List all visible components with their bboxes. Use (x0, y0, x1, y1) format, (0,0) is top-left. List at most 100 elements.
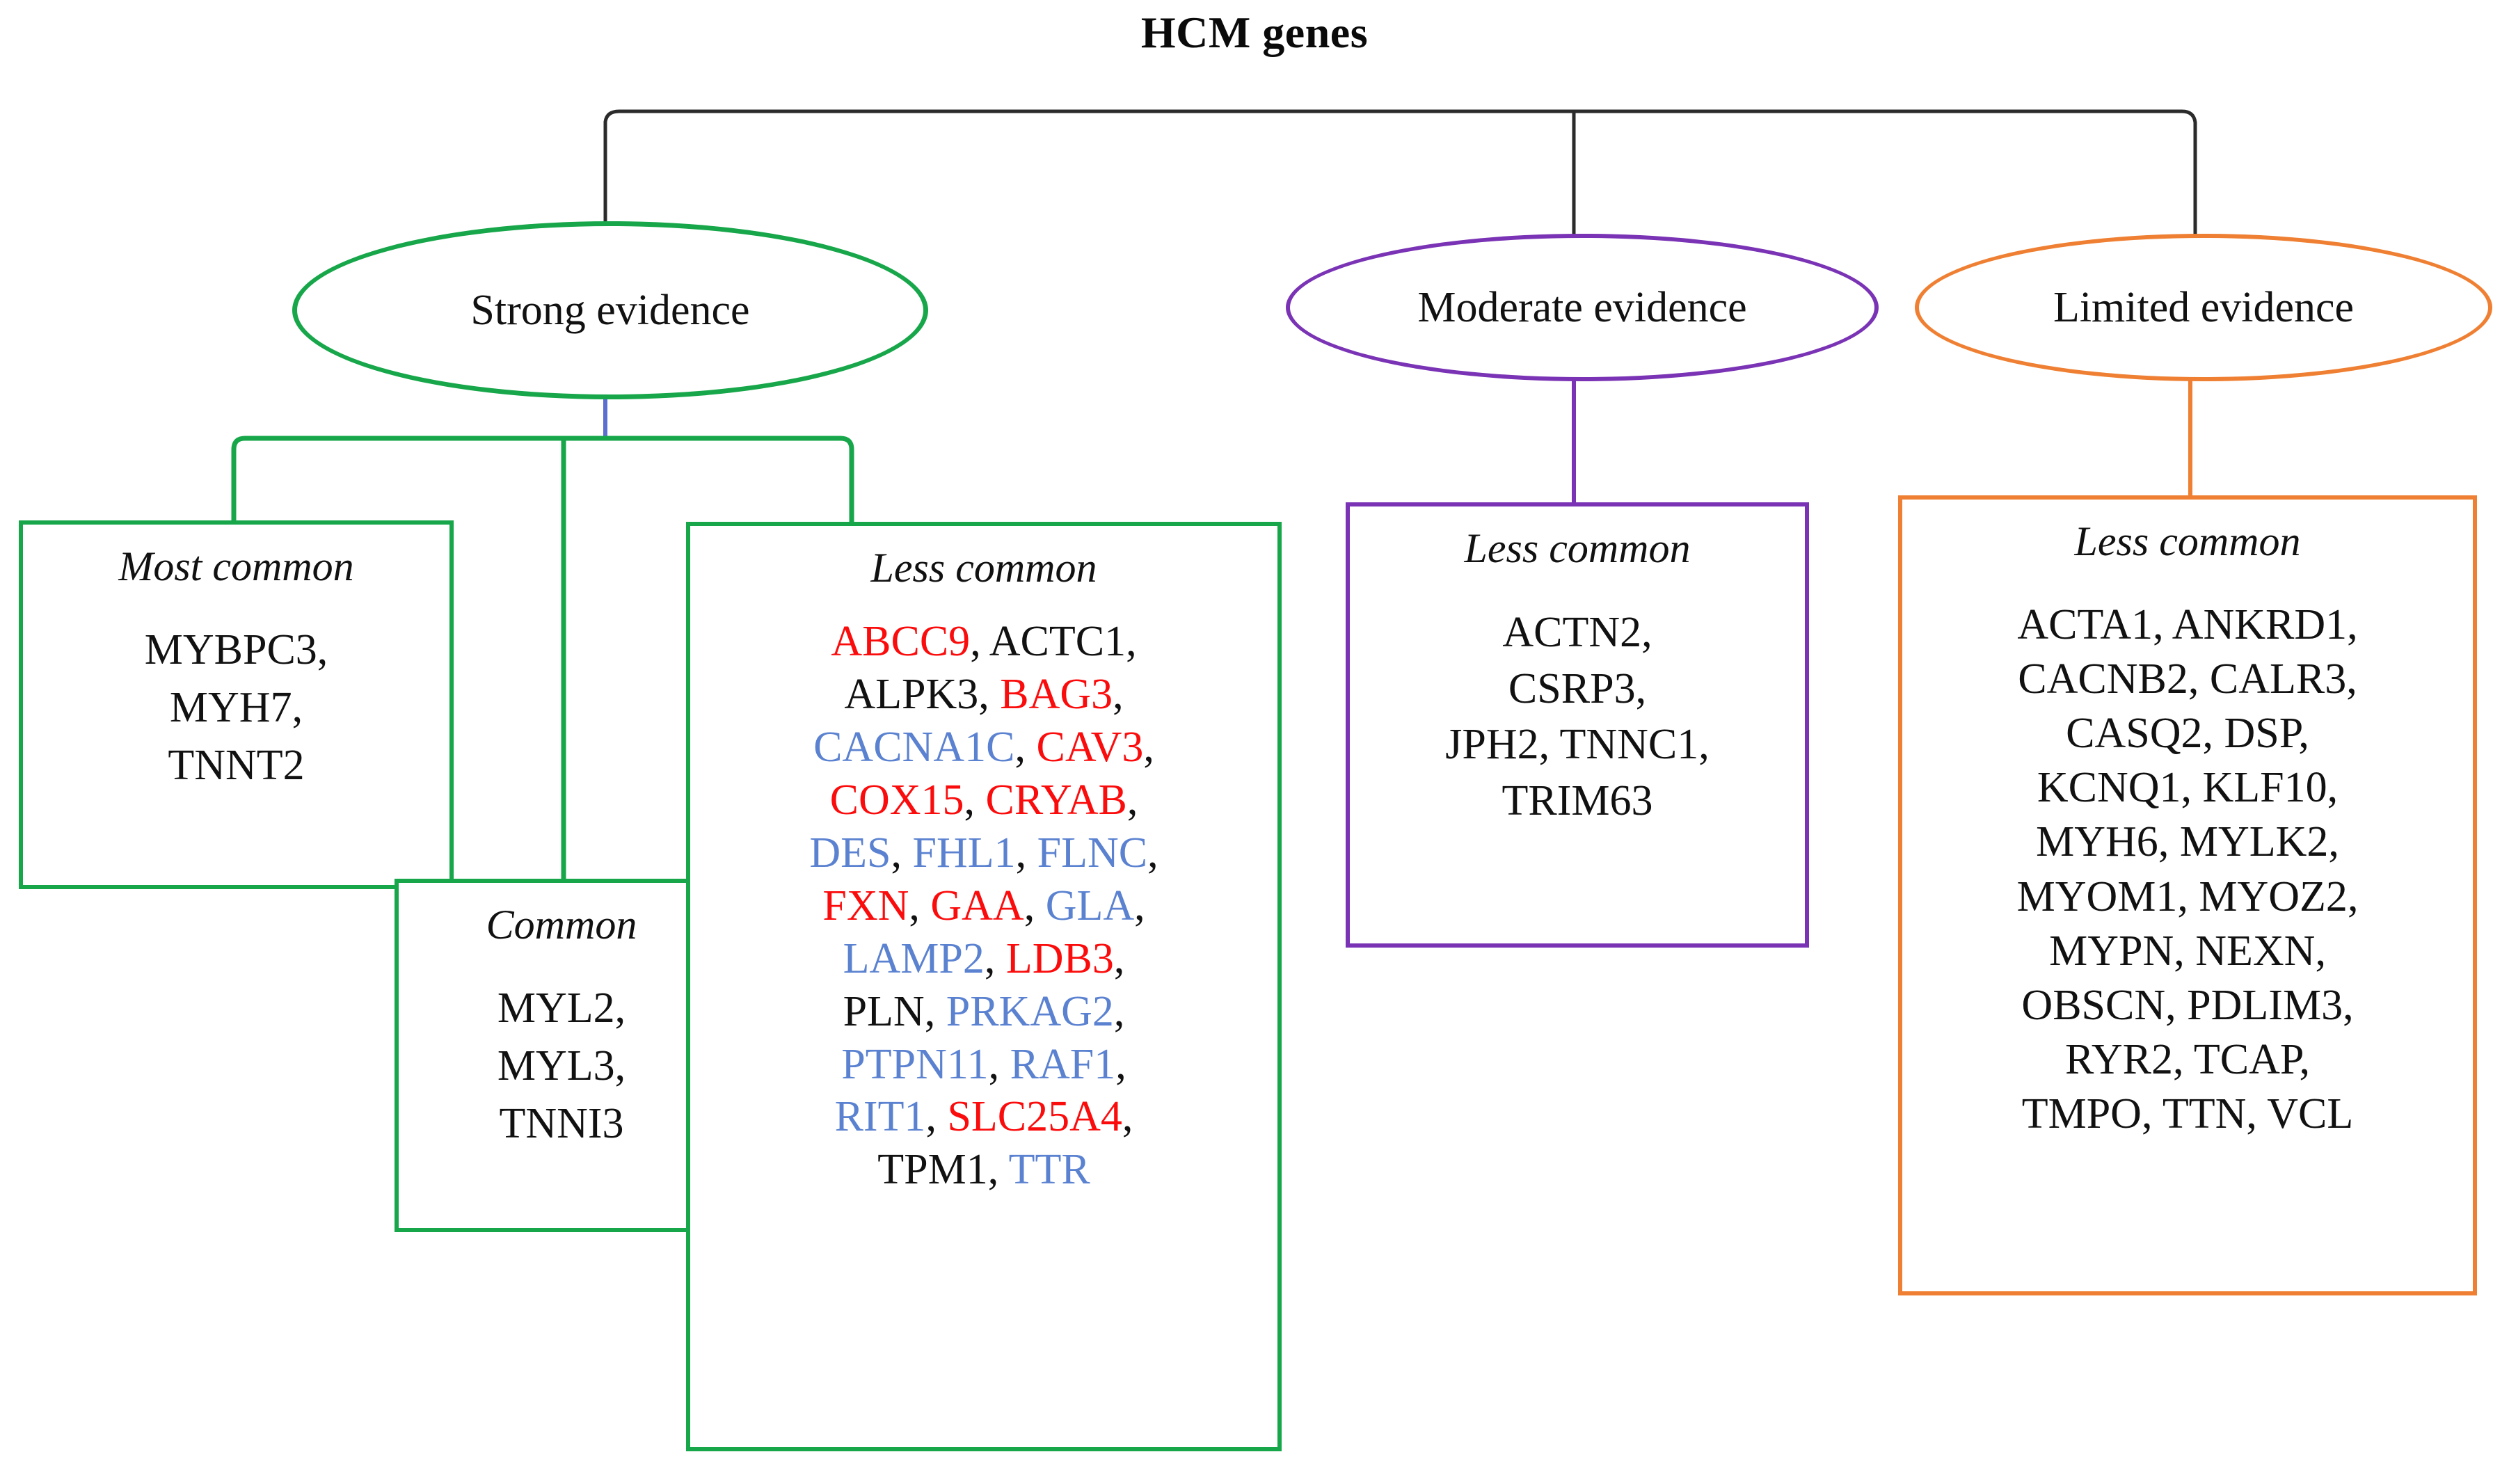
gene-separator: , (1126, 776, 1138, 824)
box-limited-less-common[interactable]: Less common ACTA1, ANKRD1,CACNB2, CALR3,… (1898, 495, 2477, 1295)
gene-separator: , (614, 984, 626, 1032)
gene-separator: , (2174, 927, 2185, 975)
gene-tpm1: TPM1 (877, 1146, 988, 1194)
gene-separator: , (2202, 710, 2214, 758)
gene-casq2: CASQ2 (2066, 710, 2203, 758)
gene-list: ACTA1, ANKRD1,CACNB2, CALR3,CASQ2, DSP,K… (2007, 598, 2368, 1141)
gene-calr3: CALR3 (2209, 655, 2347, 703)
gene-separator: , (984, 934, 996, 982)
gene-separator: , (2173, 1035, 2184, 1083)
gene-dsp: DSP (2224, 710, 2299, 758)
box-strong-less-common[interactable]: Less common ABCC9, ACTC1,ALPK3, BAG3,CAC… (686, 522, 1282, 1451)
box-caption: Less common (2074, 518, 2301, 564)
gene-trim63: TRIM63 (1502, 776, 1653, 824)
gene-separator: , (2165, 981, 2176, 1029)
gene-csrp3: CSRP3 (1508, 664, 1636, 712)
gene-myl2: MYL2 (497, 984, 615, 1032)
gene-separator: , (1113, 934, 1125, 982)
gene-list: MYL2,MYL3,TNNI3 (488, 980, 635, 1153)
gene-actc1: ACTC1 (989, 618, 1126, 665)
gene-mybpc3: MYBPC3 (144, 626, 317, 673)
gene-separator: , (2188, 655, 2199, 703)
node-limited-evidence[interactable]: Limited evidence (1915, 234, 2492, 381)
gene-ankrd1: ANKRD1 (2172, 601, 2348, 648)
box-caption: Less common (1464, 525, 1691, 571)
box-caption: Most common (118, 543, 354, 589)
gene-tcap: TCAP (2193, 1035, 2300, 1083)
page-title: HCM genes (1140, 8, 1369, 57)
gene-rit1: RIT1 (834, 1093, 926, 1141)
gene-separator: , (2177, 872, 2188, 920)
gene-ryr2: RYR2 (2064, 1035, 2174, 1083)
gene-separator: , (2346, 655, 2357, 703)
gene-pdlim3: PDLIM3 (2187, 981, 2343, 1029)
gene-myh6: MYH6 (2036, 818, 2158, 866)
node-strong-evidence-label: Strong evidence (470, 286, 750, 334)
box-strong-most-common[interactable]: Most common MYBPC3,MYH7,TNNT2 (19, 520, 454, 889)
gene-mypn: MYPN (2049, 927, 2174, 975)
gene-separator: , (2347, 872, 2359, 920)
gene-ldb3: LDB3 (1005, 934, 1114, 982)
gene-separator: , (2327, 764, 2339, 812)
gene-separator: , (964, 776, 975, 824)
gene-cacnb2: CACNB2 (2018, 655, 2188, 703)
gene-tnni3: TNNI3 (499, 1100, 624, 1148)
gene-ttr: TTR (1008, 1146, 1090, 1194)
gene-alpk3: ALPK3 (844, 670, 979, 718)
box-strong-common[interactable]: Common MYL2,MYL3,TNNI3 (395, 879, 728, 1232)
node-limited-evidence-label: Limited evidence (2053, 283, 2355, 331)
gene-ptpn11: PTPN11 (841, 1040, 989, 1088)
gene-separator: , (1134, 881, 1145, 930)
gene-separator: , (2328, 818, 2339, 866)
gene-gla: GLA (1045, 881, 1135, 930)
gene-des: DES (809, 829, 891, 877)
gene-tmpo: TMPO (2021, 1090, 2142, 1138)
gene-cacna1c: CACNA1C (813, 723, 1015, 771)
gene-myh7: MYH7 (169, 684, 292, 732)
gene-separator: , (2343, 981, 2354, 1029)
gene-separator: , (1014, 723, 1026, 771)
gene-separator: , (1113, 987, 1125, 1035)
node-strong-evidence[interactable]: Strong evidence (292, 221, 928, 399)
gene-separator: , (987, 1146, 999, 1194)
gene-kcnq1: KCNQ1 (2037, 764, 2181, 812)
gene-separator: , (2298, 710, 2309, 758)
gene-cav3: CAV3 (1036, 723, 1144, 771)
box-moderate-less-common[interactable]: Less common ACTN2,CSRP3,JPH2, TNNC1,TRIM… (1346, 502, 1809, 948)
gene-separator: , (2315, 927, 2326, 975)
gene-separator: , (988, 1040, 1000, 1088)
gene-separator: , (2141, 1090, 2153, 1138)
gene-fxn: FXN (822, 881, 909, 930)
gene-myoz2: MYOZ2 (2199, 872, 2348, 920)
gene-separator: , (1641, 609, 1652, 656)
gene-separator: , (1023, 881, 1035, 930)
gene-separator: , (925, 1093, 937, 1141)
node-moderate-evidence[interactable]: Moderate evidence (1286, 234, 1879, 381)
gene-myl3: MYL3 (497, 1042, 615, 1090)
box-caption: Less common (870, 545, 1097, 591)
box-caption: Common (486, 902, 637, 948)
gene-jph2: JPH2 (1445, 721, 1539, 769)
gene-separator: , (2153, 601, 2164, 648)
gene-separator: , (1635, 664, 1647, 712)
gene-separator: , (317, 626, 328, 673)
gene-fhl1: FHL1 (912, 829, 1016, 877)
gene-bag3: BAG3 (1000, 670, 1113, 718)
gene-separator: , (2299, 1035, 2311, 1083)
gene-separator: , (1122, 1093, 1133, 1141)
gene-separator: , (1143, 723, 1154, 771)
gene-separator: , (614, 1042, 626, 1090)
gene-separator: , (1015, 829, 1027, 877)
gene-slc25a4: SLC25A4 (947, 1093, 1122, 1141)
gene-list: ABCC9, ACTC1,ALPK3, BAG3,CACNA1C, CAV3,C… (799, 616, 1168, 1197)
gene-separator: , (970, 618, 981, 665)
gene-actn2: ACTN2 (1502, 609, 1642, 656)
gene-klf10: KLF10 (2202, 764, 2327, 812)
gene-raf1: RAF1 (1010, 1040, 1116, 1088)
gene-tnnt2: TNNT2 (168, 742, 305, 790)
gene-prkag2: PRKAG2 (946, 987, 1114, 1035)
gene-separator: , (891, 829, 902, 877)
gene-ttn: TTN (2162, 1090, 2247, 1138)
gene-pln: PLN (843, 987, 925, 1035)
